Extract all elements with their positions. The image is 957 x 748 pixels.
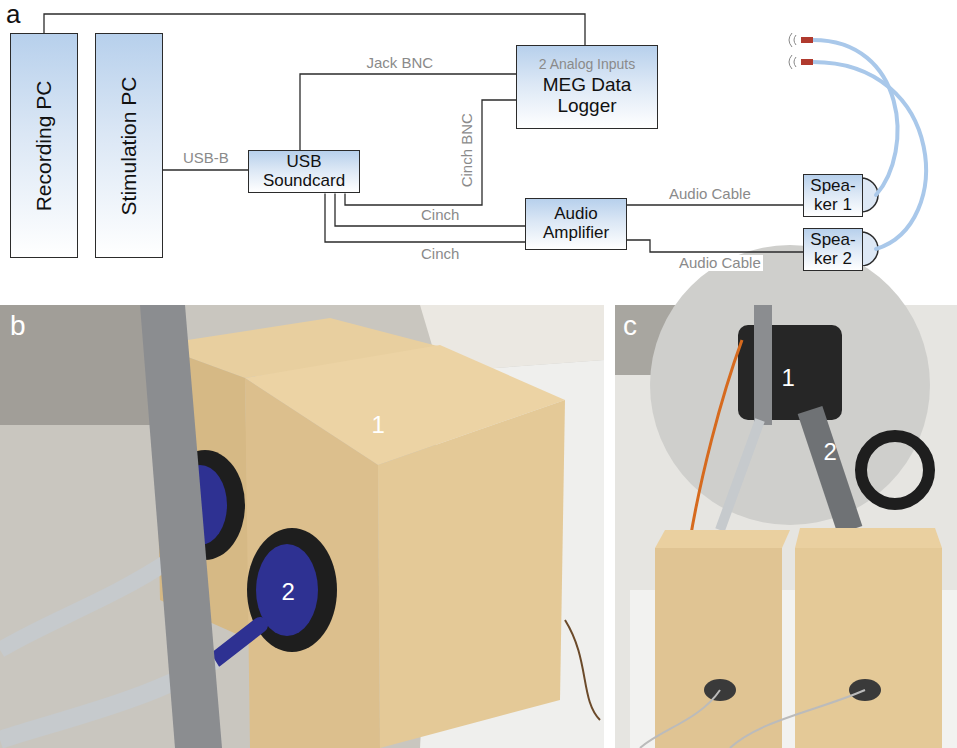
cable-line — [345, 100, 516, 205]
box-text: Stimulation PC — [117, 76, 140, 215]
cable-label: Audio Cable — [677, 255, 763, 272]
cable-line — [325, 193, 525, 242]
photo-panel-b-part — [565, 620, 600, 720]
computer-box: Stimulation PC — [95, 33, 163, 258]
ear-pieces-part — [789, 33, 796, 47]
photo-panel-b — [0, 305, 604, 748]
photo-panel-c-part — [650, 245, 930, 525]
data-logger-box: 2 Analog InputsMEG Data Logger — [516, 45, 658, 129]
ear-pieces-part — [801, 59, 813, 65]
photo-panel-c-part — [730, 690, 865, 748]
box-text: MEG Data Logger — [519, 75, 655, 117]
photo-panel-b-part — [140, 305, 222, 748]
panel-letter: a — [6, 1, 20, 27]
photo-panel-c-part — [810, 410, 850, 530]
photo-panel-c-part — [861, 436, 929, 504]
box-heading: 2 Analog Inputs — [539, 57, 636, 72]
cable-line — [163, 169, 248, 170]
photo-panel-c-part — [720, 420, 760, 530]
photo-panel-b-part — [378, 400, 565, 748]
speaker-box: Spea- ker 2 — [803, 228, 863, 271]
panel-letter: c — [623, 312, 637, 340]
photo-panel-b-part — [0, 560, 170, 650]
callout-number: 1 — [372, 413, 385, 437]
cable-line — [627, 240, 803, 252]
photo-panel-c-part — [754, 305, 772, 425]
soundcard-box: USB Soundcard — [248, 150, 360, 193]
photo-panel-b-part — [215, 625, 260, 660]
callout-number: 2 — [282, 580, 295, 604]
photo-panel-c-part — [738, 325, 842, 420]
ear-pieces-part — [801, 37, 813, 43]
cable-label: Cinch — [419, 207, 461, 224]
cable-line — [627, 204, 803, 205]
speaker-box: Spea- ker 1 — [803, 174, 863, 217]
photo-panel-b-part — [245, 378, 380, 748]
callout-number: 1 — [782, 366, 795, 390]
cable-label: Cinch — [419, 246, 461, 263]
cable-label: Jack BNC — [365, 55, 436, 72]
speaker-domes — [861, 178, 878, 266]
photo-panel-c-part — [690, 340, 742, 540]
box-text: Recording PC — [32, 80, 55, 211]
cable-line — [335, 193, 525, 226]
amplifier-box: Audio Amplifier — [525, 198, 627, 250]
photo-panel-c-part — [640, 690, 720, 748]
box-text: USB Soundcard — [251, 153, 357, 190]
cable-label: Audio Cable — [667, 186, 753, 203]
cable-label: Cinch BNC — [459, 111, 476, 189]
ear-pieces-part — [789, 55, 796, 69]
sound-tubes-part — [813, 62, 926, 249]
photo-panel-b-part — [0, 305, 150, 425]
panel-letter: b — [10, 312, 26, 340]
cable-label: USB-B — [181, 150, 231, 167]
computer-box: Recording PC — [10, 33, 78, 258]
sound-tubes — [813, 40, 926, 249]
callout-number: 2 — [824, 440, 837, 464]
photo-panel-c-part — [655, 530, 790, 548]
photo-panel-c — [615, 245, 957, 748]
box-text: Audio Amplifier — [528, 205, 624, 242]
photo-panel-c-part — [655, 548, 782, 748]
box-text: Spea- ker 1 — [806, 177, 860, 214]
photo-panel-b-part — [0, 305, 604, 748]
box-text: Spea- ker 2 — [806, 231, 860, 268]
photo-panel-c-part — [795, 528, 942, 548]
cable-line — [300, 74, 516, 150]
ear-pieces — [789, 33, 813, 69]
photo-panel-c-part — [795, 548, 942, 748]
